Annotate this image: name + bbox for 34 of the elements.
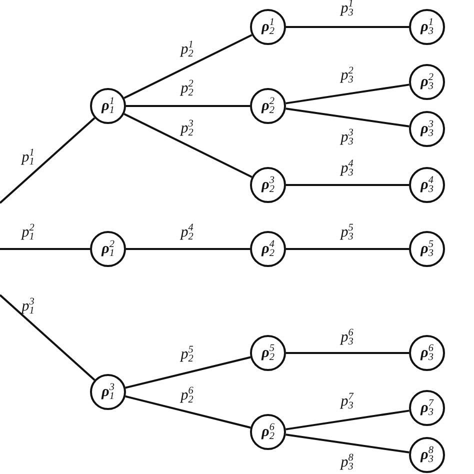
- state-circle: [409, 437, 445, 473]
- state-circle: [90, 374, 126, 410]
- connector-line: [124, 34, 252, 99]
- state-circle: [409, 335, 445, 371]
- state-circle: [250, 335, 286, 371]
- state-circle: [90, 88, 126, 124]
- connector-line: [126, 248, 250, 250]
- state-circle: [409, 64, 445, 100]
- connector-line: [286, 352, 409, 354]
- state-circle: [409, 9, 445, 45]
- state-circle: [409, 390, 445, 426]
- connector-line: [125, 395, 251, 429]
- state-circle: [250, 88, 286, 124]
- connector-line: [286, 248, 409, 250]
- state-circle: [409, 231, 445, 267]
- connector-line: [286, 26, 409, 28]
- connector-line: [0, 294, 96, 381]
- state-circle: [409, 111, 445, 147]
- state-circle: [250, 231, 286, 267]
- state-circle: [250, 414, 286, 450]
- connector-line: [126, 105, 250, 107]
- connector-line: [286, 84, 410, 104]
- connector-line: [286, 410, 410, 430]
- state-circle: [90, 231, 126, 267]
- connector-line: [0, 248, 90, 250]
- connector-line: [124, 113, 252, 178]
- connector-line: [286, 108, 410, 128]
- state-circle: [250, 9, 286, 45]
- connector-line: [0, 117, 96, 204]
- state-circle: [409, 167, 445, 203]
- state-circle: [250, 167, 286, 203]
- connector-line: [286, 434, 410, 454]
- connector-line: [125, 356, 251, 389]
- connector-line: [286, 184, 409, 186]
